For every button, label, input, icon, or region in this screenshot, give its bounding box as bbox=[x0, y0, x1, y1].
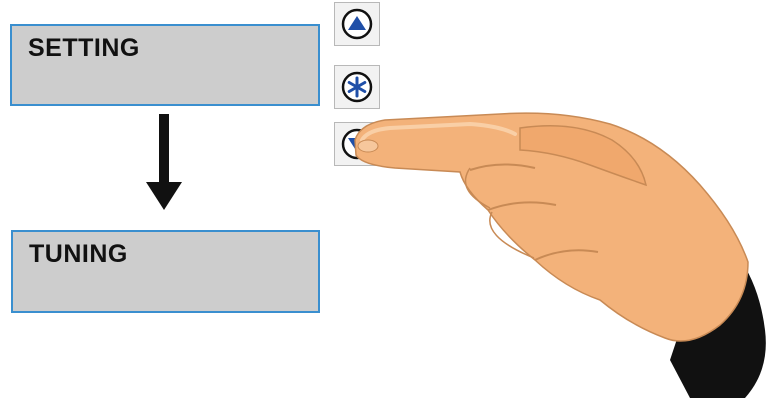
pointing-hand-illustration bbox=[0, 0, 768, 398]
